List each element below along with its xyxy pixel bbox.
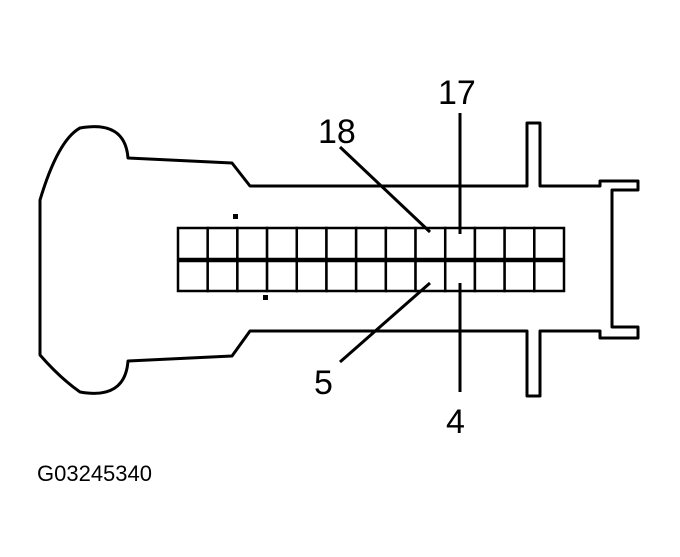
pin-cavity: [236, 226, 269, 261]
leader-line-5: [339, 281, 431, 364]
pin-cavity: [295, 226, 328, 261]
polarity-dot-top: [233, 214, 238, 219]
pin-cavity: [414, 259, 447, 293]
pin-cavity: [176, 226, 209, 261]
pin-cavity: [206, 226, 239, 261]
pin-cavity-grid: [176, 226, 566, 293]
pin-cavity: [176, 259, 209, 293]
pin-cavity: [473, 226, 506, 261]
figure-id: G03245340: [37, 461, 152, 486]
pin-cavity: [384, 259, 417, 293]
pin-label-5: 5: [314, 364, 333, 402]
pin-cavity: [325, 226, 358, 261]
pin-cavity: [354, 226, 388, 261]
pin-cavity: [384, 226, 417, 261]
pin-label-18: 18: [318, 113, 356, 151]
pin-cavity: [265, 259, 299, 293]
polarity-dot-bottom: [263, 295, 268, 300]
pin-cavity: [414, 226, 447, 261]
pin-cavity: [533, 259, 566, 293]
pin-cavity: [354, 259, 388, 293]
pin-cavity: [503, 226, 536, 261]
pin-cavity: [325, 259, 358, 293]
leader-line-18: [338, 145, 432, 234]
pin-cavity: [473, 259, 506, 293]
pin-cavity: [206, 259, 239, 293]
pin-cavity: [295, 259, 328, 293]
pin-label-17: 17: [438, 74, 476, 112]
pin-cavity: [503, 259, 536, 293]
pin-cavity: [265, 226, 299, 261]
connector-housing-outline: [38, 121, 640, 398]
pin-cavity: [236, 259, 269, 293]
pin-cavity: [533, 226, 566, 261]
pin-label-4: 4: [446, 403, 465, 441]
